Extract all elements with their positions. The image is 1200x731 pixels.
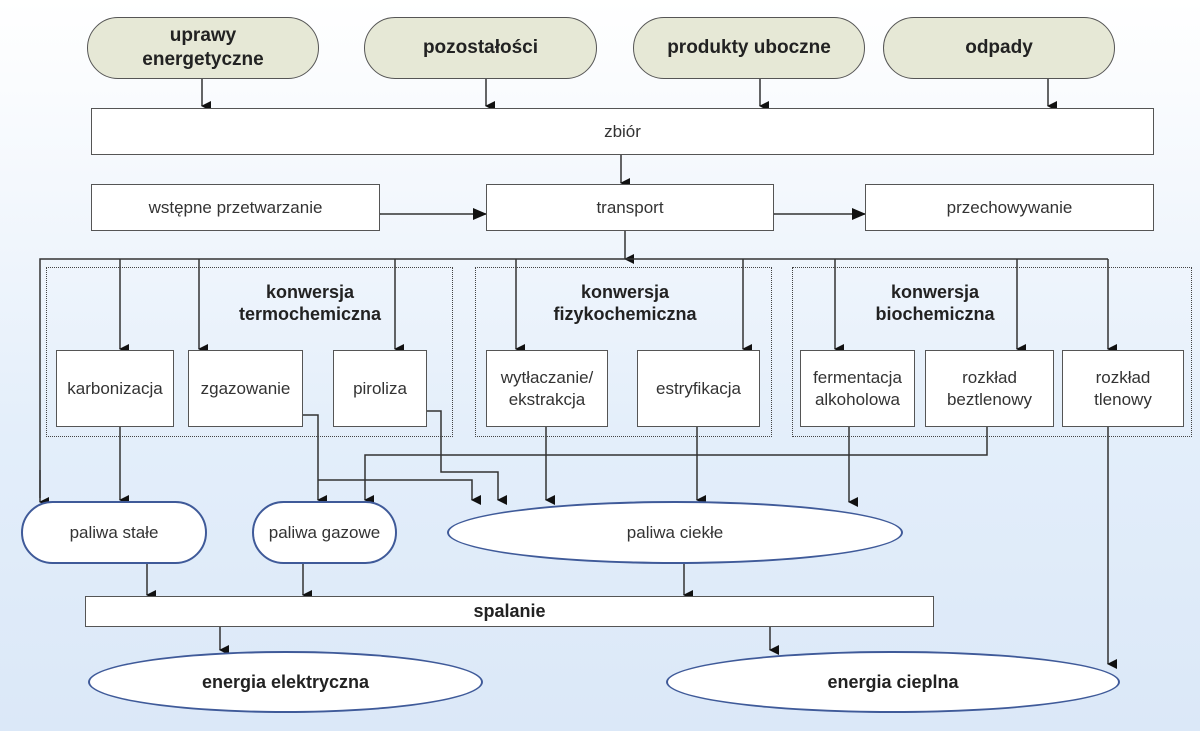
paliwa-gazowe-node: paliwa gazowe: [252, 501, 397, 564]
source-produkty-uboczne: produkty uboczne: [633, 17, 865, 79]
group-termochemiczna: [46, 267, 453, 437]
zgazowanie-box: zgazowanie: [188, 350, 303, 427]
arrow-zgazowanie-gazowe: [303, 414, 319, 480]
energia-elektryczna-node: energia elektryczna: [88, 651, 483, 713]
paliwa-stale-node: paliwa stałe: [21, 501, 207, 564]
estryfikacja-box: estryfikacja: [637, 350, 760, 427]
przechowywanie-box: przechowywanie: [865, 184, 1154, 231]
rozklad-tlenowy-box: rozkład tlenowy: [1062, 350, 1184, 427]
paliwa-ciekle-node: paliwa ciekłe: [447, 501, 903, 564]
group-biochemiczna: [792, 267, 1192, 437]
piroliza-box: piroliza: [333, 350, 427, 427]
source-pozostalosci: pozostałości: [364, 17, 597, 79]
rozklad-beztlenowy-box: rozkład beztlenowy: [925, 350, 1054, 427]
karbonizacja-box: karbonizacja: [56, 350, 174, 427]
arrow-piroliza-ciekle: [427, 410, 507, 505]
group-fizykochemiczna: [475, 267, 772, 437]
spalanie-box: spalanie: [85, 596, 934, 627]
transport-box: transport: [486, 184, 774, 231]
group-biochemiczna-title: konwersja biochemiczna: [875, 282, 995, 324]
distribution-bus: [39, 258, 1108, 498]
source-uprawy-energetyczne: uprawy energetyczne: [87, 17, 319, 79]
energia-cieplna-node: energia cieplna: [666, 651, 1120, 713]
source-odpady: odpady: [883, 17, 1115, 79]
arrow-zgazowanie-ciekle: [318, 479, 481, 505]
arrow-beztlenowy-gazowe: [364, 427, 988, 505]
wstepne-przetwarzanie-box: wstępne przetwarzanie: [91, 184, 380, 231]
group-termochemiczna-title: konwersja termochemiczna: [238, 282, 382, 324]
wytlaczanie-ekstrakcja-box: wytłaczanie/ ekstrakcja: [486, 350, 608, 427]
zbior-box: zbiór: [91, 108, 1154, 155]
group-fizykochemiczna-title: konwersja fizykochemiczna: [553, 282, 697, 324]
fermentacja-alkoholowa-box: fermentacja alkoholowa: [800, 350, 915, 427]
